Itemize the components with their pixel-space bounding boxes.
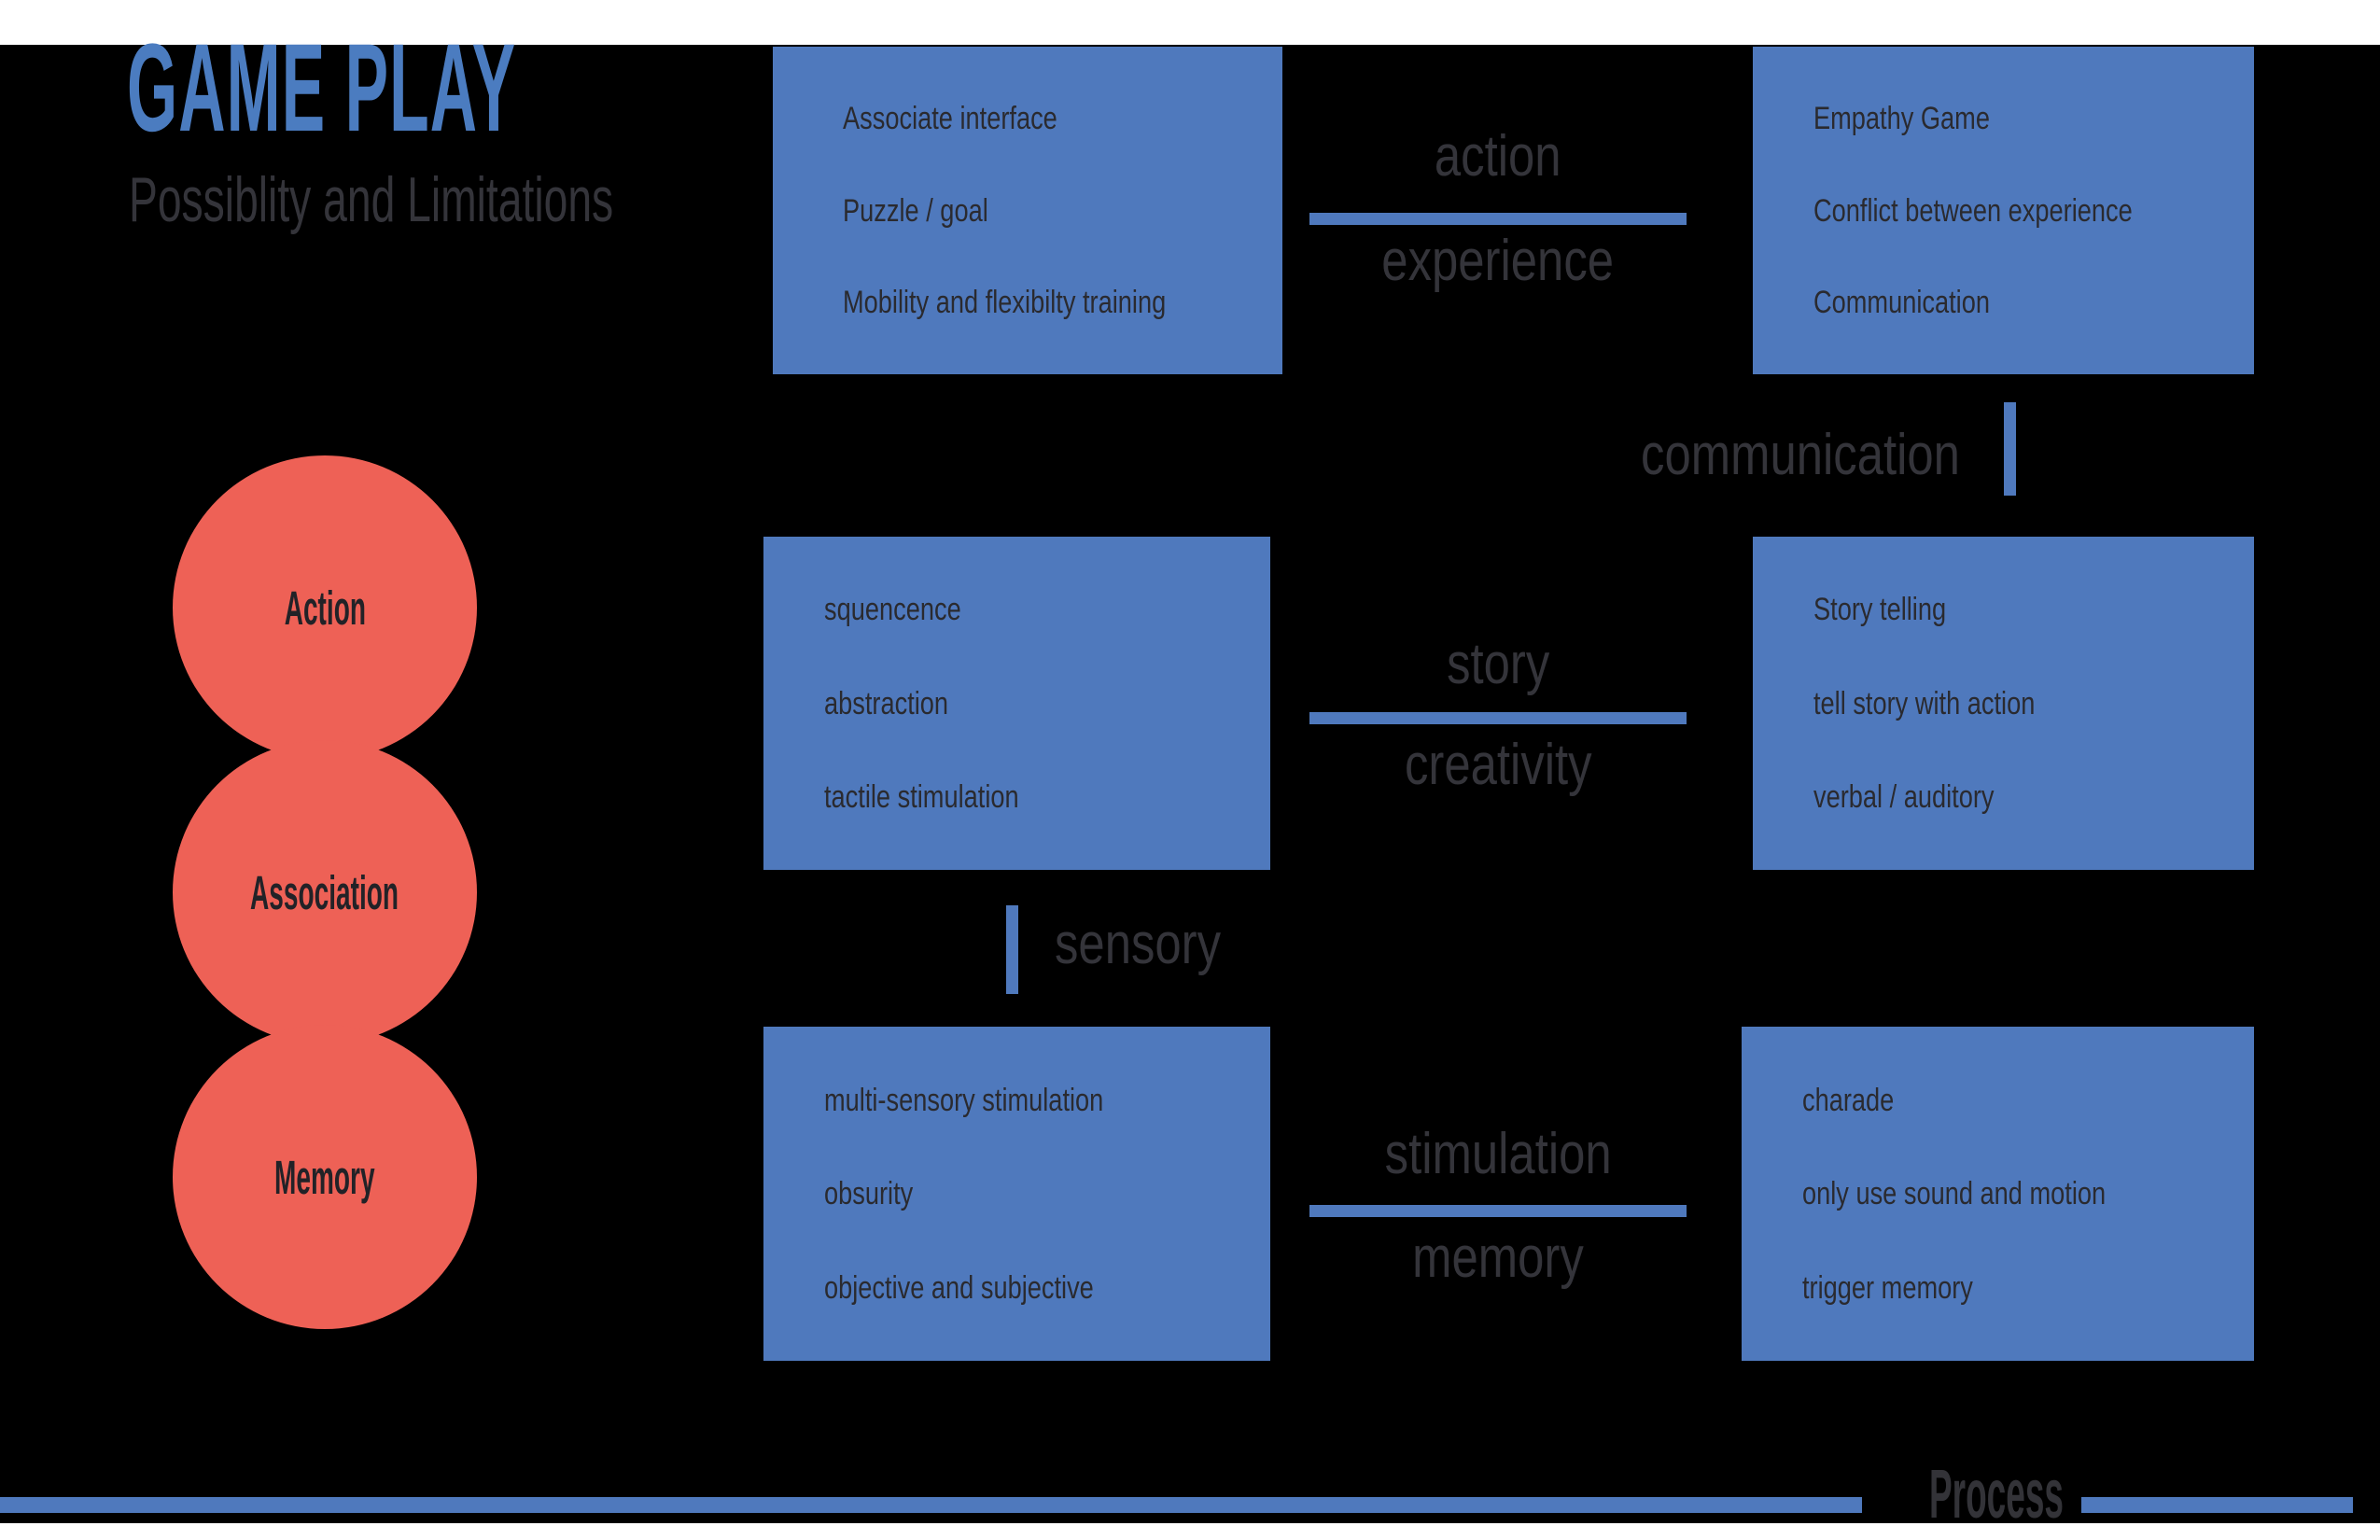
- panel-item: Mobility and flexibilty training: [843, 285, 1167, 321]
- panel-item: charade: [1802, 1082, 1895, 1118]
- connector-stimulation-label: stimulation: [1384, 1122, 1612, 1186]
- circle-memory-label: Memory: [274, 1150, 375, 1204]
- panel-association-possibilities: squencence abstraction tactile stimulati…: [763, 537, 1270, 870]
- connector-action-label: action: [1435, 124, 1561, 189]
- panel-item: tell story with action: [1813, 685, 2036, 721]
- panel-association-limitations: Story telling tell story with action ver…: [1753, 537, 2254, 870]
- panel-item: Puzzle / goal: [843, 192, 988, 229]
- connector-memory-label: memory: [1412, 1225, 1584, 1290]
- connector-creativity-label: creativity: [1404, 733, 1592, 797]
- connector-stimulation-bar: [1309, 1205, 1687, 1217]
- panel-item: Empathy Game: [1813, 100, 1990, 136]
- bottom-white-strip: [0, 1523, 2380, 1540]
- process-label: Process: [1928, 1455, 2064, 1533]
- connector-experience-label: experience: [1381, 229, 1615, 293]
- circle-association-label: Association: [250, 865, 399, 919]
- panel-memory-limitations: charade only use sound and motion trigge…: [1742, 1027, 2254, 1361]
- process-line-left: [0, 1497, 1862, 1513]
- panel-item: abstraction: [824, 685, 949, 721]
- panel-item: Story telling: [1813, 592, 1947, 628]
- circle-action-label: Action: [284, 581, 366, 635]
- panel-action-possibilities: Associate interface Puzzle / goal Mobili…: [773, 47, 1282, 374]
- panel-item: tactile stimulation: [824, 778, 1019, 815]
- sensory-label: sensory: [1055, 912, 1222, 976]
- circle-association: Association: [173, 740, 477, 1044]
- panel-item: objective and subjective: [824, 1269, 1094, 1306]
- panel-item: Communication: [1813, 285, 1990, 321]
- panel-item: obsurity: [824, 1176, 914, 1211]
- process-line-right: [2081, 1497, 2353, 1513]
- connector-story-label: story: [1446, 632, 1550, 696]
- panel-item: verbal / auditory: [1813, 778, 1995, 815]
- connector-action-bar: [1309, 213, 1687, 225]
- panel-item: Conflict between experience: [1813, 192, 2133, 229]
- top-white-strip: [0, 0, 2380, 45]
- panel-item: trigger memory: [1802, 1269, 1973, 1306]
- connector-story-bar: [1309, 712, 1687, 724]
- page-title: GAME PLAY: [127, 19, 517, 158]
- sensory-bar: [1006, 905, 1018, 994]
- communication-bar: [2004, 402, 2016, 496]
- panel-item: squencence: [824, 592, 961, 628]
- panel-memory-possibilities: multi-sensory stimulation obsurity objec…: [763, 1027, 1270, 1361]
- panel-action-limitations: Empathy Game Conflict between experience…: [1753, 47, 2254, 374]
- panel-item: only use sound and motion: [1802, 1176, 2107, 1211]
- page-subtitle: Possiblity and Limitations: [129, 164, 614, 235]
- panel-item: multi-sensory stimulation: [824, 1082, 1104, 1118]
- panel-item: Associate interface: [843, 100, 1057, 136]
- circle-action: Action: [173, 455, 477, 760]
- circle-memory: Memory: [173, 1025, 477, 1329]
- communication-label: communication: [1641, 423, 1960, 487]
